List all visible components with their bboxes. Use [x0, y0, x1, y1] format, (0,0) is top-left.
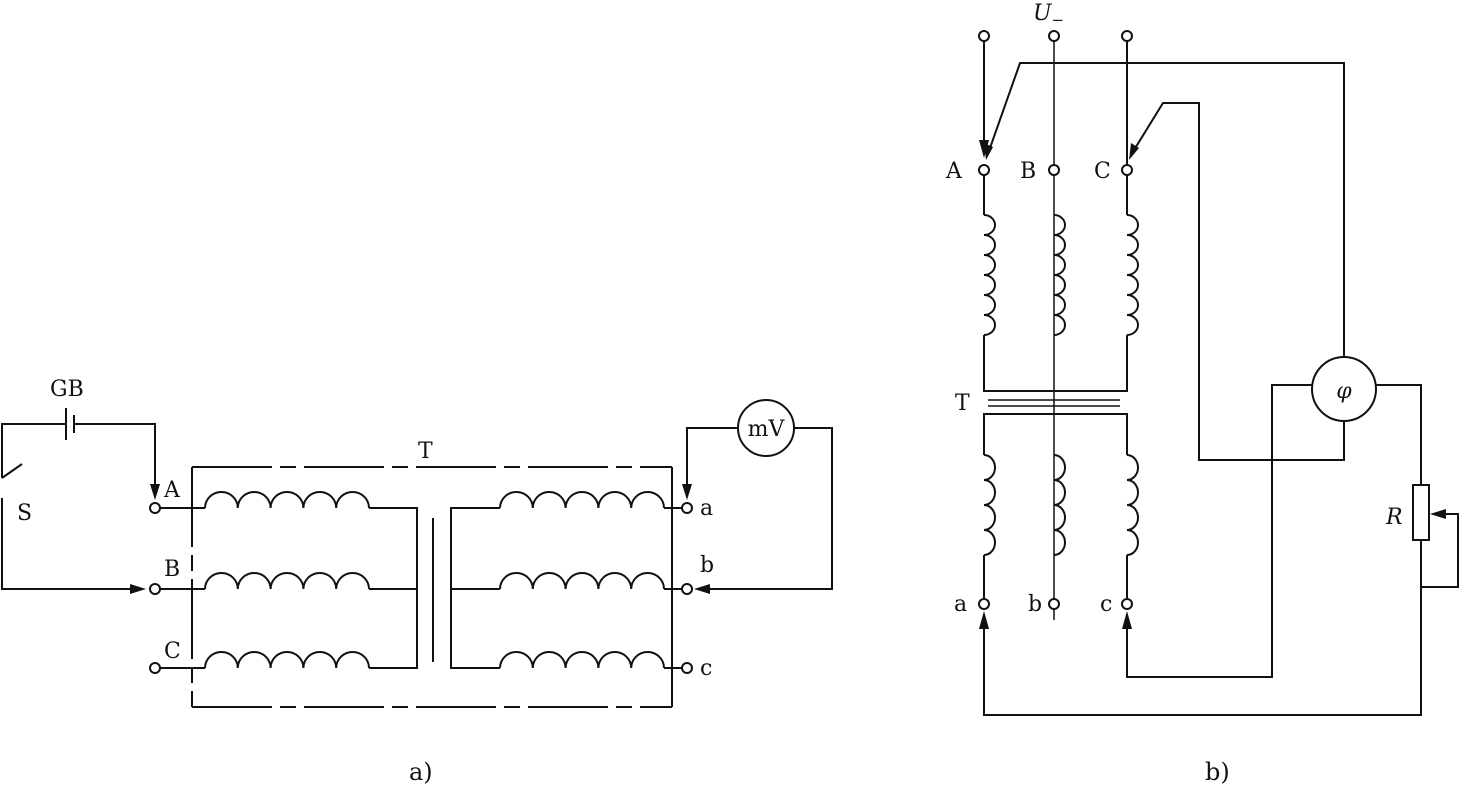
- primary-coil-a: [204, 491, 370, 509]
- switch-label: S: [17, 501, 32, 526]
- arrow-into-terminal-A-b: [984, 143, 993, 160]
- secondary-coil-a: [499, 491, 665, 509]
- arrow-into-terminal-B-a: [130, 584, 146, 594]
- supply-subscript: −: [1052, 11, 1065, 29]
- supply-terminal-3: [1121, 30, 1133, 42]
- terminal-B-a: [149, 583, 161, 595]
- terminal-C-b: [1121, 164, 1133, 176]
- supply-terminal-1: [978, 30, 990, 42]
- arrow-into-terminal-a-b: [979, 611, 989, 629]
- secondary-neutral-bus: [450, 507, 500, 669]
- secondary-star-bus: [983, 413, 1128, 455]
- battery-label: GB: [50, 377, 84, 402]
- supply-label: U−: [1033, 1, 1064, 29]
- supply-symbol: U: [1033, 1, 1053, 26]
- terminal-label-A-b: A: [945, 159, 963, 184]
- meter-wire-to-C: [1133, 102, 1345, 461]
- millivoltmeter-label: mV: [748, 417, 786, 442]
- resistor-label: R: [1385, 505, 1403, 530]
- terminal-label-c-a: c: [700, 656, 712, 681]
- arrow-into-terminal-c-b: [1122, 611, 1132, 629]
- resistor-wiper-arrow: [1430, 509, 1446, 519]
- primary-neutral-bus: [369, 507, 418, 669]
- terminal-label-C-a: C: [164, 639, 181, 664]
- terminal-A-b: [978, 164, 990, 176]
- meter-wire-to-c: [1126, 384, 1312, 678]
- terminal-a-b: [978, 598, 990, 610]
- battery-wire-left: [1, 423, 66, 478]
- terminal-b-b: [1048, 598, 1060, 610]
- secondary-windings-b: [983, 413, 1139, 598]
- caption-a: a): [409, 758, 433, 786]
- terminal-A-a: [149, 502, 161, 514]
- terminal-label-c-b: c: [1100, 592, 1112, 617]
- millivoltmeter: [737, 399, 795, 457]
- supply-terminal-2: [1048, 30, 1060, 42]
- battery-circuit-a: [1, 408, 160, 594]
- diagram-a: T A B C: [1, 377, 833, 786]
- terminal-label-a-b: a: [954, 592, 967, 617]
- terminal-B-b: [1048, 164, 1060, 176]
- secondary-windings-a: [450, 491, 682, 669]
- terminal-c-a: [681, 662, 693, 674]
- terminal-label-a-a: a: [700, 496, 713, 521]
- secondary-coil-b: [499, 572, 665, 590]
- mv-wire-right: [710, 427, 833, 590]
- switch-blade: [1, 463, 23, 479]
- secondary-coil-a-b: [983, 454, 996, 556]
- secondary-coil-c: [499, 651, 665, 669]
- rheostat-b: [979, 484, 1459, 716]
- millivoltmeter-circuit-a: [682, 399, 833, 594]
- phase-meter: [1311, 356, 1377, 422]
- resistor-return-wire: [983, 587, 1422, 716]
- primary-star-bus: [983, 335, 1128, 392]
- meter-wire-to-resistor: [1376, 384, 1422, 485]
- terminal-label-A-a: A: [163, 478, 181, 503]
- terminal-label-B-a: B: [164, 557, 180, 582]
- terminal-a-a: [681, 502, 693, 514]
- switch-wire-lower: [1, 498, 130, 590]
- primary-coil-B-b: [1053, 214, 1066, 336]
- resistor-wiper-wire: [1420, 513, 1459, 588]
- terminal-C-a: [149, 662, 161, 674]
- secondary-coil-c-b: [1126, 454, 1139, 556]
- battery-wire-right: [74, 423, 156, 484]
- secondary-coil-b-b: [1053, 454, 1066, 556]
- arrow-into-terminal-b-a: [694, 584, 710, 594]
- arrow-into-terminal-a-a: [682, 484, 692, 500]
- caption-b: b): [1205, 758, 1230, 786]
- arrow-into-terminal-A-a: [150, 484, 160, 500]
- terminal-c-b: [1121, 598, 1133, 610]
- transformer-label-b: T: [955, 391, 970, 416]
- primary-windings-a: [160, 491, 418, 669]
- primary-coil-b: [204, 572, 370, 590]
- primary-coil-c: [204, 651, 370, 669]
- resistor-body: [1412, 484, 1430, 541]
- phase-meter-wiring-b: [984, 62, 1422, 678]
- terminal-label-C-b: C: [1094, 159, 1111, 184]
- mv-wire-left: [686, 427, 738, 484]
- diagram-b: U− φ R: [945, 1, 1459, 786]
- meter-wire-to-A: [989, 62, 1345, 358]
- transformer-label-a: T: [418, 439, 433, 464]
- primary-coil-A-b: [983, 214, 996, 336]
- phase-meter-label: φ: [1336, 379, 1352, 404]
- terminal-b-a: [681, 583, 693, 595]
- terminal-label-B-b: B: [1020, 159, 1036, 184]
- arrow-into-terminal-C-b: [1129, 143, 1139, 160]
- terminal-label-b-a: b: [700, 553, 714, 578]
- primary-coil-C-b: [1126, 214, 1139, 336]
- terminal-label-b-b: b: [1028, 592, 1042, 617]
- primary-windings-b: [983, 175, 1139, 392]
